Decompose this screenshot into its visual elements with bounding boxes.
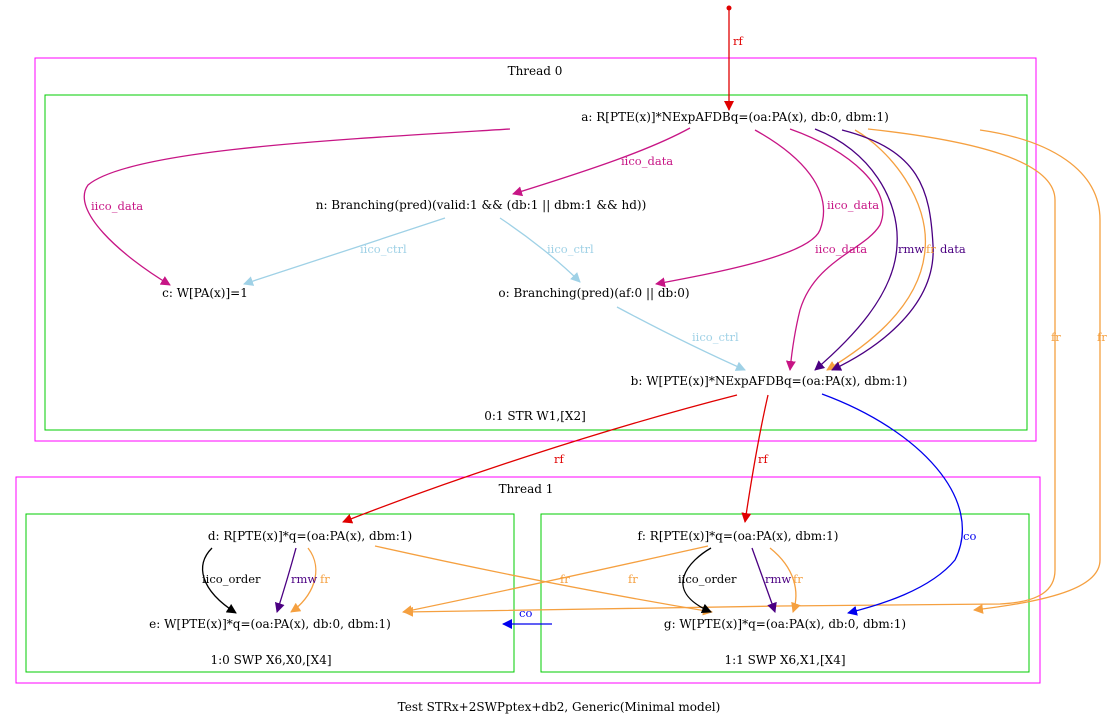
edge-d-g-fr <box>374 545 713 616</box>
label-a-o-iico-data: iico_data <box>827 198 879 212</box>
label-d-e-rmw: rmw <box>291 572 317 586</box>
thread-0-box <box>34 57 1037 442</box>
label-init-a-rf: rf <box>733 34 743 48</box>
label-d-g-fr: fr <box>628 572 638 586</box>
edge-n-o-iico-ctrl <box>499 217 581 283</box>
edges <box>83 5 1101 629</box>
instr-1-1-label: 1:1 SWP X6,X1,[X4] <box>724 653 845 667</box>
instr-0-1-box <box>44 94 1028 431</box>
thread-1-box <box>15 476 1041 684</box>
edge-a-b-rmw <box>814 128 898 371</box>
edge-b-f-rf <box>741 394 769 523</box>
label-a-c-iico-data: iico_data <box>91 199 143 213</box>
label-f-g-rmw: rmw <box>765 572 791 586</box>
label-b-d-rf: rf <box>554 452 564 466</box>
edge-f-e-fr <box>402 545 709 616</box>
diagram-caption: Test STRx+2SWPptex+db2, Generic(Minimal … <box>398 700 721 714</box>
edge-a-b-data <box>831 129 934 371</box>
label-d-e-iico-order: iico_order <box>202 572 261 586</box>
label-a-b-iico-data: iico_data <box>815 242 867 256</box>
edge-o-b-iico-ctrl <box>616 306 746 371</box>
label-a-n-iico-data: iico_data <box>621 154 673 168</box>
label-a-b-rmw: rmw <box>898 242 924 256</box>
nodes: a: R[PTE(x)]*NExpAFDBq=(oa:PA(x), db:0, … <box>149 110 907 631</box>
label-b-f-rf: rf <box>758 452 768 466</box>
node-c: c: W[PA(x)]=1 <box>162 286 248 300</box>
edge-n-c-iico-ctrl <box>243 217 446 286</box>
edge-a-g-fr <box>973 129 1101 614</box>
edge-a-n-iico-data <box>512 127 691 197</box>
label-f-g-iico-order: iico_order <box>678 572 737 586</box>
edge-a-b-fr <box>826 129 927 371</box>
instr-1-0-label: 1:0 SWP X6,X0,[X4] <box>210 653 331 667</box>
label-n-c-iico-ctrl: iico_ctrl <box>360 242 407 256</box>
instr-1-1-box <box>540 513 1030 673</box>
edge-a-b-iico-data <box>785 128 884 371</box>
label-f-g-fr: fr <box>793 572 803 586</box>
thread-0-label: Thread 0 <box>508 64 563 78</box>
label-g-e-co: co <box>519 606 532 620</box>
edge-b-d-rf <box>342 394 738 524</box>
edge-b-g-co <box>821 393 963 616</box>
label-a-b-data: data <box>940 242 966 256</box>
label-a-b-fr: fr <box>926 242 936 256</box>
node-n: n: Branching(pred)(valid:1 && (db:1 || d… <box>316 198 647 212</box>
clusters <box>15 57 1041 684</box>
label-d-e-fr: fr <box>320 572 330 586</box>
node-f: f: R[PTE(x)]*q=(oa:PA(x), dbm:1) <box>637 529 838 543</box>
label-f-e-fr: fr <box>560 572 570 586</box>
label-b-g-co: co <box>963 529 976 543</box>
node-b: b: W[PTE(x)]*NExpAFDBq=(oa:PA(x), dbm:1) <box>631 374 908 388</box>
edge-d-e-iico-order <box>202 547 237 614</box>
edge-d-e-fr <box>290 547 317 613</box>
node-e: e: W[PTE(x)]*q=(oa:PA(x), db:0, dbm:1) <box>149 617 391 631</box>
node-a: a: R[PTE(x)]*NExpAFDBq=(oa:PA(x), db:0, … <box>581 110 889 124</box>
node-o: o: Branching(pred)(af:0 || db:0) <box>498 286 689 300</box>
label-a-g-fr: fr <box>1097 330 1107 344</box>
cluster-labels: Thread 0 0:1 STR W1,[X2] Thread 1 1:0 SW… <box>210 64 845 667</box>
instr-1-0-box <box>25 513 515 673</box>
edge-f-g-fr <box>769 547 801 613</box>
node-g: g: W[PTE(x)]*q=(oa:PA(x), db:0, dbm:1) <box>664 617 906 631</box>
edge-a-o-iico-data <box>655 129 825 288</box>
thread-1-label: Thread 1 <box>499 482 554 496</box>
edge-f-g-rmw <box>751 547 777 613</box>
label-o-b-iico-ctrl: iico_ctrl <box>692 330 739 344</box>
node-d: d: R[PTE(x)]*q=(oa:PA(x), dbm:1) <box>208 529 412 543</box>
label-a-e-fr: fr <box>1051 330 1061 344</box>
edge-a-c-iico-data <box>83 128 511 286</box>
label-n-o-iico-ctrl: iico_ctrl <box>547 242 594 256</box>
instr-0-1-label: 0:1 STR W1,[X2] <box>484 409 586 423</box>
edge-a-e-fr <box>403 128 1056 617</box>
edge-labels: rf iico_data iico_data iico_data iico_da… <box>91 34 1107 620</box>
edge-d-e-rmw <box>274 547 297 613</box>
edge-f-g-iico-order <box>682 547 712 614</box>
